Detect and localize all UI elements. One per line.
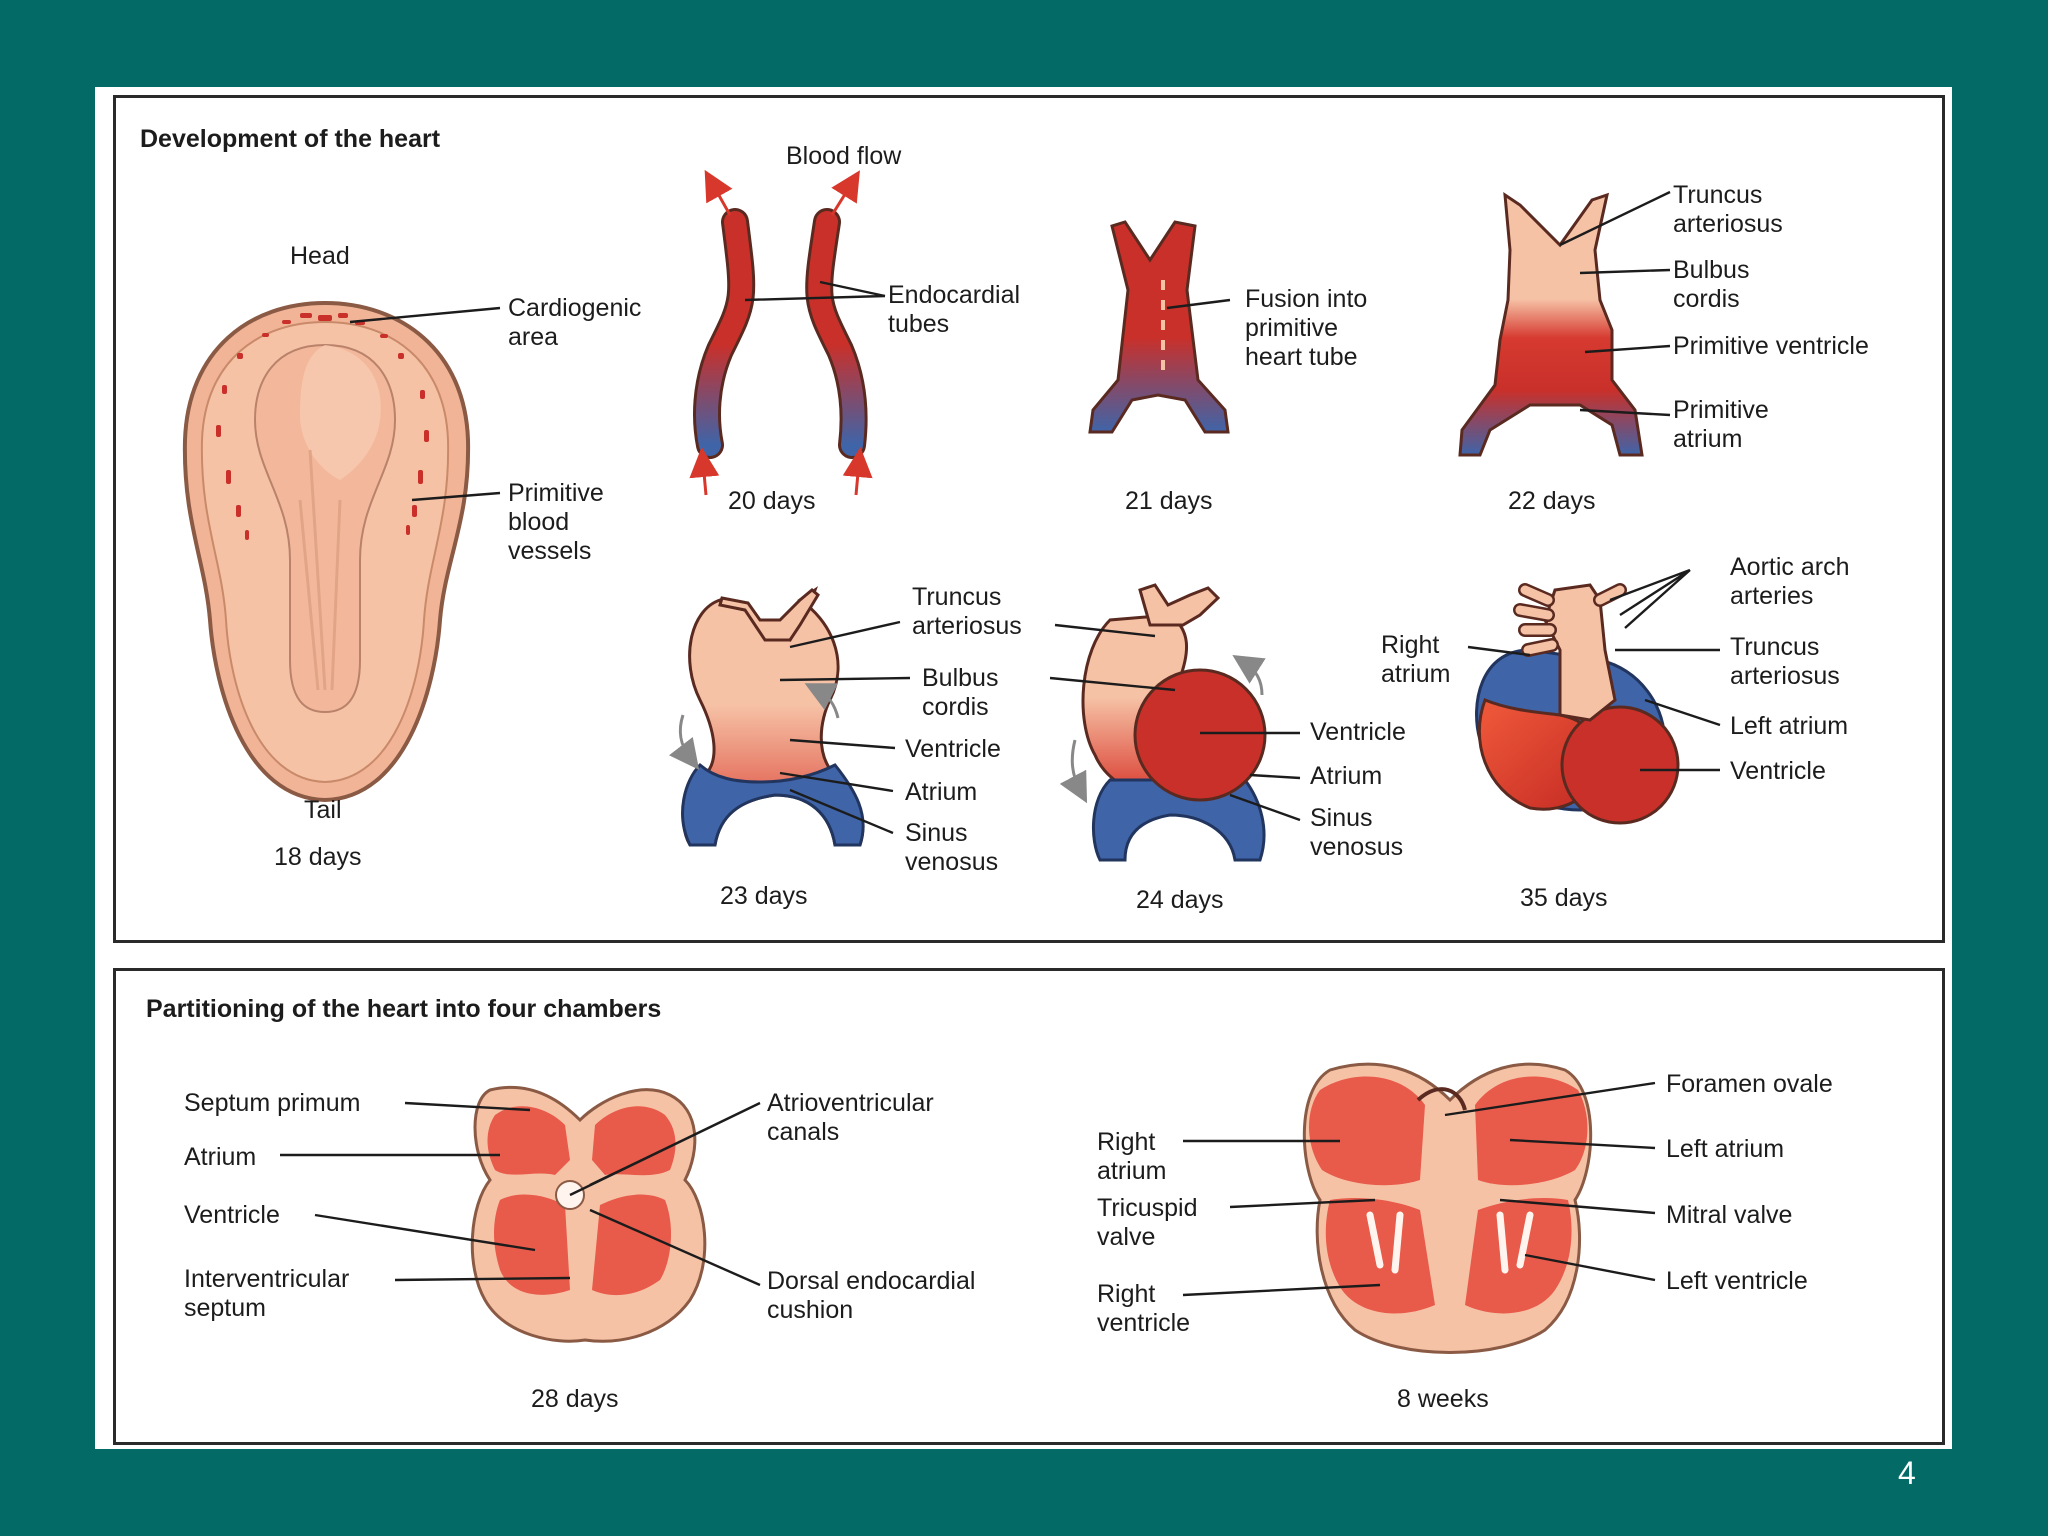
- atrium-label-28: Atrium: [184, 1143, 257, 1171]
- foramen-ovale-label: Foramen ovale: [1666, 1070, 1833, 1098]
- heart-partitioning-panel: [113, 968, 1945, 1445]
- aortic-arch-arteries-label: Aortic arch arteries: [1730, 553, 1850, 610]
- bulbus-cordis-label-23: Bulbus cordis: [922, 664, 999, 721]
- heart-22-days: [1458, 192, 1644, 457]
- bulbus-cordis-label-22: Bulbus cordis: [1673, 256, 1750, 313]
- ventricle-label-35: Ventricle: [1730, 757, 1826, 785]
- truncus-arteriosus-label-23: Truncus arteriosus: [912, 583, 1022, 640]
- caption-20-days: 20 days: [728, 487, 816, 515]
- mitral-valve-label: Mitral valve: [1666, 1201, 1793, 1229]
- partitioning-title: Partitioning of the heart into four cham…: [146, 995, 662, 1023]
- primitive-ventricle-label: Primitive ventricle: [1673, 332, 1869, 360]
- slide-number: 4: [1898, 1455, 1916, 1491]
- right-ventricle-label: Right ventricle: [1097, 1280, 1191, 1337]
- tricuspid-valve-label: Tricuspid valve: [1097, 1194, 1198, 1251]
- embryo-18-days: [182, 300, 471, 803]
- tubes-20-days: [689, 169, 873, 496]
- left-atrium-label-35: Left atrium: [1730, 712, 1849, 740]
- caption-18-days: 18 days: [274, 843, 362, 871]
- atrioventricular-canals-label: Atrioventricular canals: [767, 1089, 934, 1146]
- ventricle-label-23: Ventricle: [905, 735, 1001, 763]
- heart-23-days: [668, 586, 865, 847]
- sinus-venosus-label-23: Sinus venosus: [905, 819, 999, 876]
- ventricle-label-28: Ventricle: [184, 1201, 280, 1229]
- sinus-venosus-label-24: Sinus venosus: [1310, 804, 1404, 861]
- heart-35-days: [1475, 583, 1680, 825]
- caption-22-days: 22 days: [1508, 487, 1596, 515]
- right-atrium-label-8w: Right atrium: [1097, 1128, 1167, 1185]
- caption-24-days: 24 days: [1136, 886, 1224, 914]
- left-ventricle-label: Left ventricle: [1666, 1267, 1808, 1295]
- caption-8-weeks: 8 weeks: [1397, 1385, 1489, 1413]
- primitive-atrium-label: Primitive atrium: [1673, 396, 1769, 453]
- caption-21-days: 21 days: [1125, 487, 1213, 515]
- endocardial-tubes-label: Endocardial tubes: [888, 281, 1021, 338]
- tail-label: Tail: [304, 796, 342, 824]
- ventricle-label-24: Ventricle: [1310, 718, 1406, 746]
- fusion-label: Fusion into primitive heart tube: [1245, 285, 1368, 371]
- dorsal-endocardial-cushion-label: Dorsal endocardial cushion: [767, 1267, 976, 1324]
- caption-23-days: 23 days: [720, 882, 808, 910]
- caption-28-days: 28 days: [531, 1385, 619, 1413]
- tube-21-days: [1088, 220, 1230, 434]
- atrium-label-24: Atrium: [1310, 762, 1383, 790]
- atrium-label-23: Atrium: [905, 778, 978, 806]
- right-atrium-label-35: Right atrium: [1381, 631, 1451, 688]
- septum-primum-label: Septum primum: [184, 1089, 361, 1117]
- primitive-blood-vessels-label: Primitive blood vessels: [508, 479, 604, 565]
- heart-8-weeks: [1302, 1062, 1593, 1354]
- left-atrium-label-8w: Left atrium: [1666, 1135, 1785, 1163]
- truncus-arteriosus-label-22: Truncus arteriosus: [1673, 181, 1783, 238]
- interventricular-septum-label: Interventricular septum: [184, 1265, 350, 1322]
- cardiogenic-area-label: Cardiogenic area: [508, 294, 642, 351]
- truncus-arteriosus-label-35: Truncus arteriosus: [1730, 633, 1840, 690]
- leader-lines: [280, 190, 1721, 1297]
- development-title: Development of the heart: [140, 125, 441, 153]
- heart-28-days: [470, 1085, 707, 1343]
- blood-flow-label: Blood flow: [786, 142, 902, 170]
- head-label: Head: [290, 242, 350, 270]
- heart-24-days: [1059, 583, 1267, 862]
- caption-35-days: 35 days: [1520, 884, 1608, 912]
